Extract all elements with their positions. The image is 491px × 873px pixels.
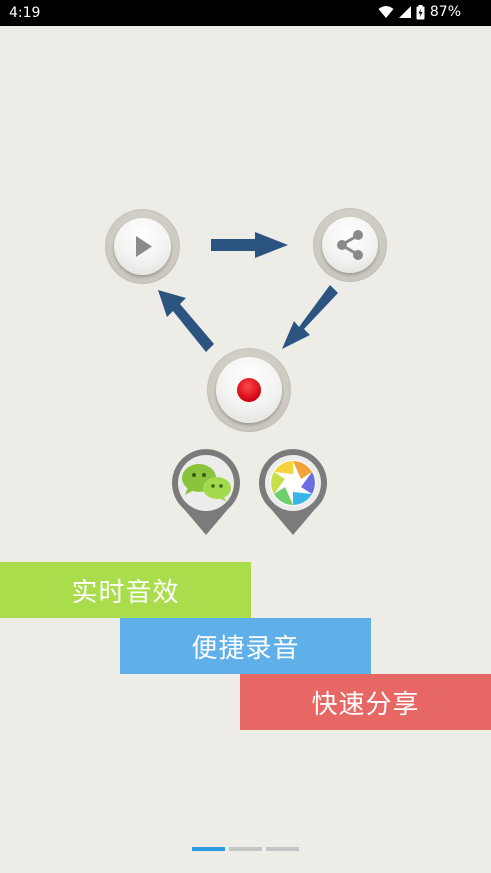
page-indicator-1[interactable] — [192, 847, 225, 851]
status-time: 4:19 — [9, 5, 41, 21]
arrow-down-left-icon — [282, 285, 338, 349]
wechat-icon — [182, 464, 231, 502]
battery-icon — [416, 4, 425, 19]
feature-easy-recording: 便捷录音 — [120, 618, 371, 674]
page-indicator-3[interactable] — [266, 847, 299, 851]
moments-pin[interactable] — [257, 447, 329, 537]
cell-signal-icon — [398, 6, 411, 18]
status-bar: 4:19 87% — [0, 0, 491, 26]
share-button[interactable] — [313, 208, 387, 282]
wifi-icon — [378, 6, 394, 18]
camera-aperture-icon — [270, 460, 316, 506]
arrow-right-icon — [211, 232, 288, 258]
share-icon — [337, 230, 363, 260]
page-indicator-2[interactable] — [229, 847, 262, 851]
play-icon — [136, 236, 152, 257]
arrow-up-left-icon — [158, 290, 214, 352]
record-button[interactable] — [207, 348, 291, 432]
battery-percent: 87% — [429, 4, 461, 20]
status-icons: 87% — [378, 4, 461, 20]
play-button[interactable] — [105, 209, 180, 284]
feature-quick-share: 快速分享 — [240, 674, 491, 730]
feature-realtime-effects: 实时音效 — [0, 562, 251, 618]
wechat-pin[interactable] — [170, 447, 242, 537]
record-dot-icon — [237, 378, 261, 402]
